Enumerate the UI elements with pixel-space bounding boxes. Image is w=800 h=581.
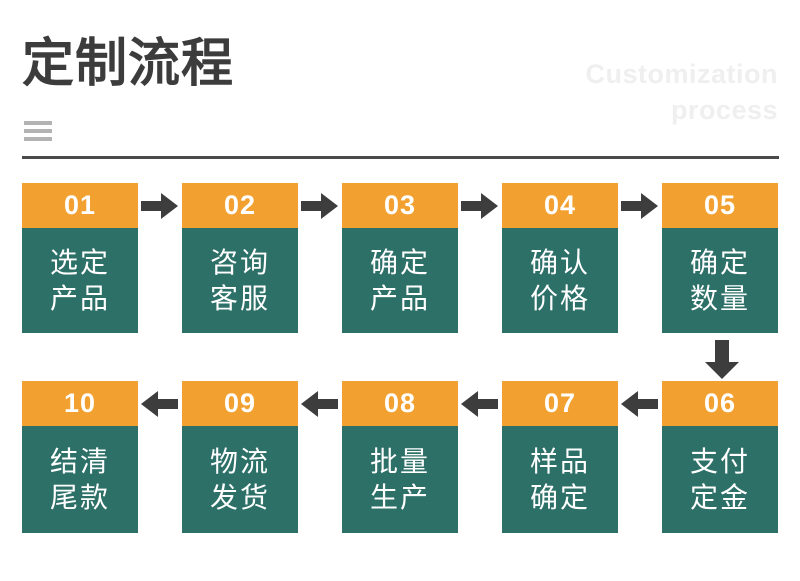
- step-label-line-1: 批量: [369, 445, 430, 477]
- step-label-line-2: 定金: [689, 481, 750, 513]
- step-number: 08: [342, 381, 458, 426]
- arrow-left-icon: [301, 390, 339, 418]
- step-label-line-1: 确定: [689, 246, 750, 278]
- flow-step-02[interactable]: 02 咨询 客服: [182, 183, 298, 333]
- arrow-left-icon: [461, 390, 499, 418]
- step-label: 确定 产品: [342, 228, 458, 333]
- arrow-down-icon: [704, 340, 740, 380]
- step-label-line-2: 确定: [529, 481, 590, 513]
- step-label-line-1: 咨询: [209, 246, 270, 278]
- arrow-right-icon: [621, 192, 659, 220]
- step-label-line-2: 客服: [209, 282, 270, 314]
- arrow-right-icon: [461, 192, 499, 220]
- arrow-right-icon: [301, 192, 339, 220]
- step-label: 批量 生产: [342, 426, 458, 533]
- step-label-line-2: 生产: [369, 481, 430, 513]
- flow-step-06[interactable]: 06 支付 定金: [662, 381, 778, 533]
- step-number: 09: [182, 381, 298, 426]
- header-divider: [22, 156, 779, 159]
- step-label: 物流 发货: [182, 426, 298, 533]
- flow-step-10[interactable]: 10 结清 尾款: [22, 381, 138, 533]
- step-label: 结清 尾款: [22, 426, 138, 533]
- step-number: 04: [502, 183, 618, 228]
- step-label-line-1: 样品: [529, 445, 590, 477]
- step-number: 03: [342, 183, 458, 228]
- flow-step-08[interactable]: 08 批量 生产: [342, 381, 458, 533]
- step-label-line-1: 物流: [209, 445, 270, 477]
- step-label-line-1: 支付: [689, 445, 750, 477]
- step-label: 确认 价格: [502, 228, 618, 333]
- arrow-left-icon: [621, 390, 659, 418]
- flow-step-05[interactable]: 05 确定 数量: [662, 183, 778, 333]
- step-number: 07: [502, 381, 618, 426]
- page-subtitle-english: Customization process: [358, 56, 778, 129]
- step-label-line-2: 价格: [529, 282, 590, 314]
- arrow-left-icon: [141, 390, 179, 418]
- step-label: 选定 产品: [22, 228, 138, 333]
- subtitle-line-1: Customization: [585, 59, 778, 89]
- page-header: 定制流程 Customization process: [0, 0, 800, 160]
- step-number: 10: [22, 381, 138, 426]
- step-label-line-2: 产品: [369, 282, 430, 314]
- subtitle-line-2: process: [670, 95, 778, 126]
- step-label-line-1: 结清: [49, 445, 110, 477]
- hamburger-lines-icon: [24, 121, 52, 145]
- step-label: 支付 定金: [662, 426, 778, 533]
- step-number: 01: [22, 183, 138, 228]
- step-label: 确定 数量: [662, 228, 778, 333]
- step-label-line-2: 数量: [689, 282, 750, 314]
- arrow-right-icon: [141, 192, 179, 220]
- hamburger-bar-2: [24, 129, 52, 133]
- flow-step-09[interactable]: 09 物流 发货: [182, 381, 298, 533]
- step-number: 05: [662, 183, 778, 228]
- step-label-line-2: 产品: [49, 282, 110, 314]
- flow-step-01[interactable]: 01 选定 产品: [22, 183, 138, 333]
- step-label-line-2: 发货: [209, 481, 270, 513]
- hamburger-bar-1: [24, 121, 52, 125]
- step-label-line-1: 选定: [49, 246, 110, 278]
- hamburger-bar-3: [24, 137, 52, 141]
- step-label: 样品 确定: [502, 426, 618, 533]
- step-label: 咨询 客服: [182, 228, 298, 333]
- step-label-line-1: 确认: [529, 246, 590, 278]
- flow-step-03[interactable]: 03 确定 产品: [342, 183, 458, 333]
- step-number: 02: [182, 183, 298, 228]
- step-label-line-1: 确定: [369, 246, 430, 278]
- flow-step-07[interactable]: 07 样品 确定: [502, 381, 618, 533]
- step-label-line-2: 尾款: [49, 481, 110, 513]
- flow-step-04[interactable]: 04 确认 价格: [502, 183, 618, 333]
- page-title: 定制流程: [22, 35, 235, 93]
- step-number: 06: [662, 381, 778, 426]
